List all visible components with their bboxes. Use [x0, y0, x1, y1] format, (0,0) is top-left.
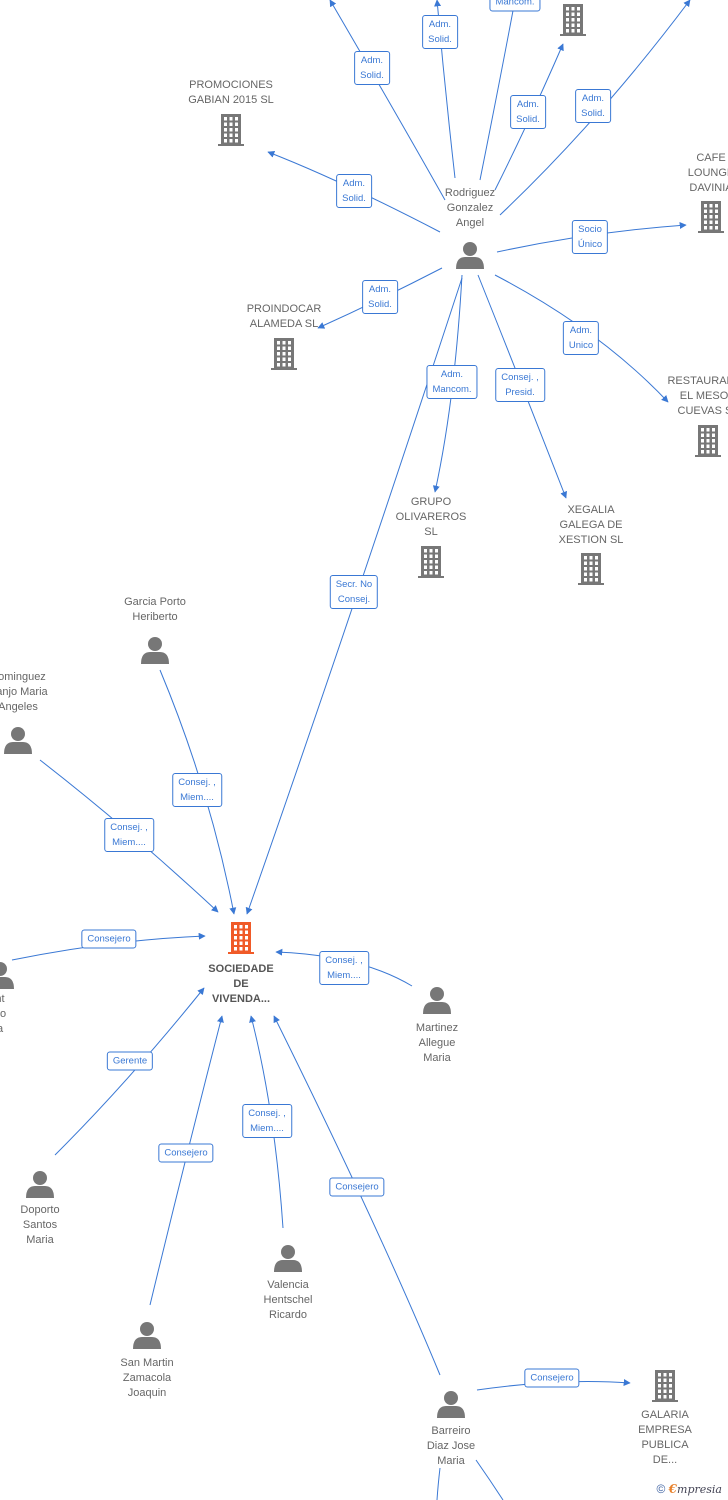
node-label-martinez[interactable]: Martinez Allegue Maria [415, 1022, 459, 1064]
building-icon[interactable] [271, 338, 297, 370]
edge-label: Consej. , Presid. [495, 368, 545, 402]
building-icon[interactable] [695, 425, 721, 457]
relationship-edge [475, 1459, 504, 1500]
person-icon[interactable] [141, 637, 169, 664]
edge-label: Secr. No Consej. [329, 575, 379, 609]
person-icon[interactable] [456, 242, 484, 269]
edge-label: Adm. Solid. [354, 51, 390, 85]
edge-label: Consej. , Miem.... [172, 773, 222, 807]
person-icon[interactable] [4, 727, 32, 754]
person-icon[interactable] [274, 1245, 302, 1272]
relationship-edge [436, 1467, 441, 1500]
edge-label: Consej. , Miem.... [104, 818, 154, 852]
person-icon[interactable] [0, 962, 14, 989]
person-icon[interactable] [133, 1322, 161, 1349]
edge-label: Gerente [106, 1051, 154, 1071]
node-label-proindocar[interactable]: PROINDOCAR ALAMEDA SL [246, 303, 322, 330]
edge-label: Adm. Solid. [336, 174, 372, 208]
building-icon[interactable] [218, 114, 244, 146]
edge-label: Mancom. [489, 0, 541, 12]
person-icon[interactable] [26, 1171, 54, 1198]
node-label-grupo[interactable]: GRUPO OLIVAREROS SL [395, 496, 467, 538]
node-label-promociones[interactable]: PROMOCIONES GABIAN 2015 SL [188, 79, 274, 106]
edge-label: Consejero [329, 1177, 385, 1197]
edge-label: Adm. Solid. [362, 280, 398, 314]
edge-label: Adm. Solid. [575, 89, 611, 123]
relationship-edge [479, 0, 518, 181]
building-icon[interactable] [578, 553, 604, 585]
building-icon[interactable] [698, 201, 724, 233]
edge-label: Adm. Solid. [510, 95, 546, 129]
node-label-sanmartin[interactable]: San Martin Zamacola Joaquin [120, 1357, 174, 1399]
edge-label: Adm. Unico [562, 321, 600, 355]
relationship-edge [273, 1015, 441, 1376]
node-label-focus[interactable]: SOCIEDADE DE VIVENDA... [208, 963, 274, 1005]
node-label-dominguez[interactable]: Dominguez Canjo Maria Angeles [0, 671, 48, 713]
edge-label: Consej. , Miem.... [242, 1104, 292, 1138]
node-label-xegalia[interactable]: XEGALIA GALEGA DE XESTION SL [558, 504, 624, 546]
edge-label: Consejero [524, 1368, 580, 1388]
person-icon[interactable] [423, 987, 451, 1014]
relationship-edge [329, 0, 446, 201]
edge-label: Socio Único [571, 220, 609, 254]
building-icon[interactable] [418, 546, 444, 578]
node-label-cafe[interactable]: CAFE LOUNGE DAVINIA [687, 152, 728, 194]
empresia-brand: © €mpresia [656, 1482, 722, 1496]
edge-label: Adm. Mancom. [426, 365, 478, 399]
building-icon[interactable] [652, 1370, 678, 1402]
relationship-edge [54, 987, 205, 1156]
node-label-barreiro[interactable]: Barreiro Diaz Jose Maria [426, 1425, 476, 1467]
edge-label: Consejero [158, 1143, 214, 1163]
person-icon[interactable] [437, 1391, 465, 1418]
edge-label: Consejero [81, 929, 137, 949]
edge-label: Consej. , Miem.... [319, 951, 369, 985]
building-icon[interactable] [560, 4, 586, 36]
node-label-galaria[interactable]: GALARIA EMPRESA PUBLICA DE... [638, 1409, 692, 1466]
edge-label: Adm. Solid. [422, 15, 458, 49]
node-label-garcia[interactable]: Garcia Porto Heriberto [124, 596, 186, 623]
node-label-restaurante[interactable]: RESTAURANTE EL MESON CUEVAS SL [667, 375, 728, 417]
node-label-rodriguez[interactable]: Rodriguez Gonzalez Angel [444, 187, 496, 229]
node-label-valencia[interactable]: Valencia Hentschel Ricardo [263, 1279, 313, 1321]
node-label-doporto[interactable]: Doporto Santos Maria [20, 1204, 60, 1246]
focus-building-icon[interactable] [228, 922, 254, 954]
node-label-left-person[interactable]: nt no a [0, 993, 7, 1035]
